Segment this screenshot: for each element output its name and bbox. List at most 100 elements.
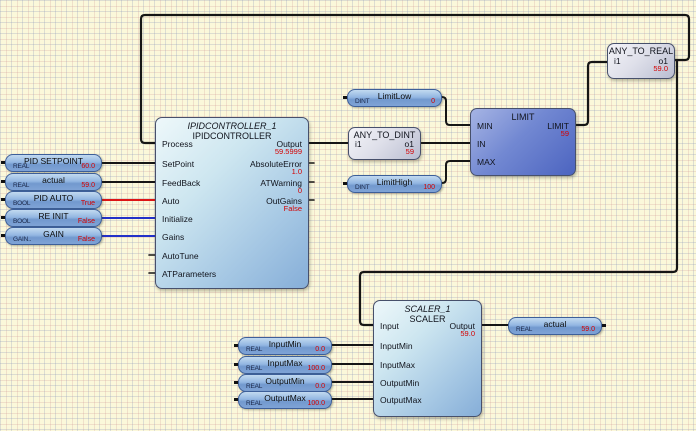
pin-i1[interactable]: i1	[355, 139, 362, 149]
tag-value: 100.0	[307, 400, 325, 407]
pin-o1[interactable]: o1	[404, 139, 414, 149]
tag-re-init[interactable]: BOOL RE INIT False	[1, 209, 102, 227]
value-output: 59.5999	[274, 147, 302, 156]
block-type-name: ANY_TO_DINT	[353, 130, 416, 140]
pin-in[interactable]: IN	[477, 139, 486, 149]
block-any-to-dint[interactable]: ANY_TO_DINT i1 o1 59	[348, 127, 421, 160]
unconnected-pin-stubs	[148, 162, 315, 274]
tag-actual-out[interactable]: REAL actual 59.0	[508, 317, 606, 335]
tag-actual-in[interactable]: REAL actual 59.0	[1, 173, 102, 191]
pin-min[interactable]: MIN	[477, 121, 493, 131]
pin-inputmax[interactable]: InputMax	[380, 360, 415, 370]
pin-nub	[343, 96, 347, 99]
tag-pid-auto[interactable]: BOOL PID AUTO True	[1, 191, 102, 209]
tag-name: LimitLow	[377, 91, 412, 101]
pin-outputmin[interactable]: OutputMin	[380, 378, 420, 388]
pin-inputmin[interactable]: InputMin	[380, 341, 413, 351]
tag-value: 100.0	[307, 365, 325, 372]
tag-gain[interactable]: GAIN.. GAIN False	[1, 227, 102, 245]
tag-type: BOOL	[13, 218, 31, 225]
block-type-name: SCALER	[409, 314, 446, 324]
tag-value: 100	[423, 184, 435, 191]
value-o1: 59	[405, 147, 414, 156]
tag-type: REAL	[516, 326, 533, 333]
wire-limit-to-real[interactable]	[572, 60, 610, 127]
block-limit[interactable]: LIMIT MIN IN MAX LIMIT 59	[470, 108, 576, 176]
tag-type: DINT	[355, 98, 370, 105]
pin-atwarning[interactable]: ATWarning	[260, 178, 302, 188]
pin-nub	[1, 216, 5, 219]
tag-name: OutputMin	[265, 376, 305, 386]
tag-outputmax[interactable]: REAL OutputMax 100.0	[234, 391, 332, 409]
block-scaler[interactable]: SCALER_1 SCALER Input InputMin InputMax …	[373, 300, 482, 417]
value-absoluteerror: 1.0	[291, 167, 302, 176]
pin-outgains[interactable]: OutGains	[266, 196, 302, 206]
tag-value: 0.0	[315, 383, 325, 390]
block-type-name: LIMIT	[511, 112, 535, 122]
wire-limitlow-to-min[interactable]	[439, 96, 472, 126]
pin-nub	[234, 398, 238, 401]
tag-type: REAL	[13, 182, 30, 189]
pin-o1[interactable]: o1	[658, 56, 668, 66]
pin-output[interactable]: Output	[276, 139, 302, 149]
tag-name: RE INIT	[38, 211, 69, 221]
tag-outputmin[interactable]: REAL OutputMin 0.0	[234, 374, 332, 392]
pin-output[interactable]: Output	[449, 321, 475, 331]
tag-name: GAIN	[43, 229, 64, 239]
value-outgains: False	[283, 204, 302, 213]
block-instance-name: SCALER_1	[404, 304, 451, 314]
pin-input[interactable]: Input	[380, 321, 399, 331]
tag-value: 59.0	[81, 182, 95, 189]
block-any-to-real[interactable]: ANY_TO_REAL i1 o1 59.0	[607, 43, 675, 79]
pin-i1[interactable]: i1	[614, 56, 621, 66]
tag-inputmin[interactable]: REAL InputMin 0.0	[234, 337, 332, 355]
tag-limitlow[interactable]: DINT LimitLow 0	[343, 89, 442, 107]
pin-atparameters[interactable]: ATParameters	[162, 269, 217, 279]
pin-absoluteerror[interactable]: AbsoluteError	[250, 159, 302, 169]
pin-nub	[234, 381, 238, 384]
pin-process[interactable]: Process	[162, 139, 193, 149]
wire-feedback-to-scaler[interactable]	[358, 58, 679, 327]
tag-value: True	[80, 200, 95, 207]
tag-type: REAL	[246, 383, 263, 390]
tag-name: actual	[543, 319, 567, 329]
tag-inputmax[interactable]: REAL InputMax 100.0	[234, 356, 332, 374]
pin-gains[interactable]: Gains	[162, 232, 185, 242]
pin-max[interactable]: MAX	[477, 157, 496, 167]
tag-name: actual	[42, 175, 65, 185]
wire-limithigh-to-max[interactable]	[439, 160, 472, 184]
tag-name: PID SETPOINT	[23, 156, 84, 166]
pin-setpoint[interactable]: SetPoint	[162, 159, 195, 169]
pin-feedback[interactable]: FeedBack	[162, 178, 201, 188]
pin-auto[interactable]: Auto	[162, 196, 180, 206]
tag-value: False	[77, 218, 95, 225]
pin-nub	[1, 180, 5, 183]
pin-initialize[interactable]: Initialize	[162, 214, 193, 224]
pin-limit-out[interactable]: LIMIT	[547, 121, 569, 131]
tag-value: 60.0	[81, 163, 95, 170]
tag-name: PID AUTO	[33, 193, 74, 203]
block-type-name: ANY_TO_REAL	[608, 46, 674, 56]
value-limit-out: 59	[560, 129, 569, 138]
tag-value: 0	[431, 98, 435, 105]
tag-name: InputMax	[267, 358, 303, 368]
value-output: 59.0	[460, 329, 475, 338]
pin-outputmax[interactable]: OutputMax	[380, 395, 422, 405]
pin-nub	[602, 324, 606, 327]
tag-type: REAL	[246, 365, 263, 372]
tag-limithigh[interactable]: DINT LimitHigh 100	[343, 175, 442, 193]
tag-value: 59.0	[581, 326, 595, 333]
tag-name: InputMin	[268, 339, 302, 349]
pin-nub	[234, 363, 238, 366]
pin-nub	[1, 234, 5, 237]
tag-pid-setpoint[interactable]: REAL PID SETPOINT 60.0	[1, 154, 102, 172]
block-ipidcontroller[interactable]: IPIDCONTROLLER_1 IPIDCONTROLLER Process …	[155, 117, 309, 289]
tag-value: 0.0	[315, 346, 325, 353]
wire-feedback-top[interactable]	[139, 13, 691, 145]
tag-value: False	[77, 236, 95, 243]
tag-name: LimitHigh	[376, 177, 413, 187]
pin-autotune[interactable]: AutoTune	[162, 251, 199, 261]
tag-type: BOOL	[13, 200, 31, 207]
block-type-name: IPIDCONTROLLER	[192, 131, 272, 141]
